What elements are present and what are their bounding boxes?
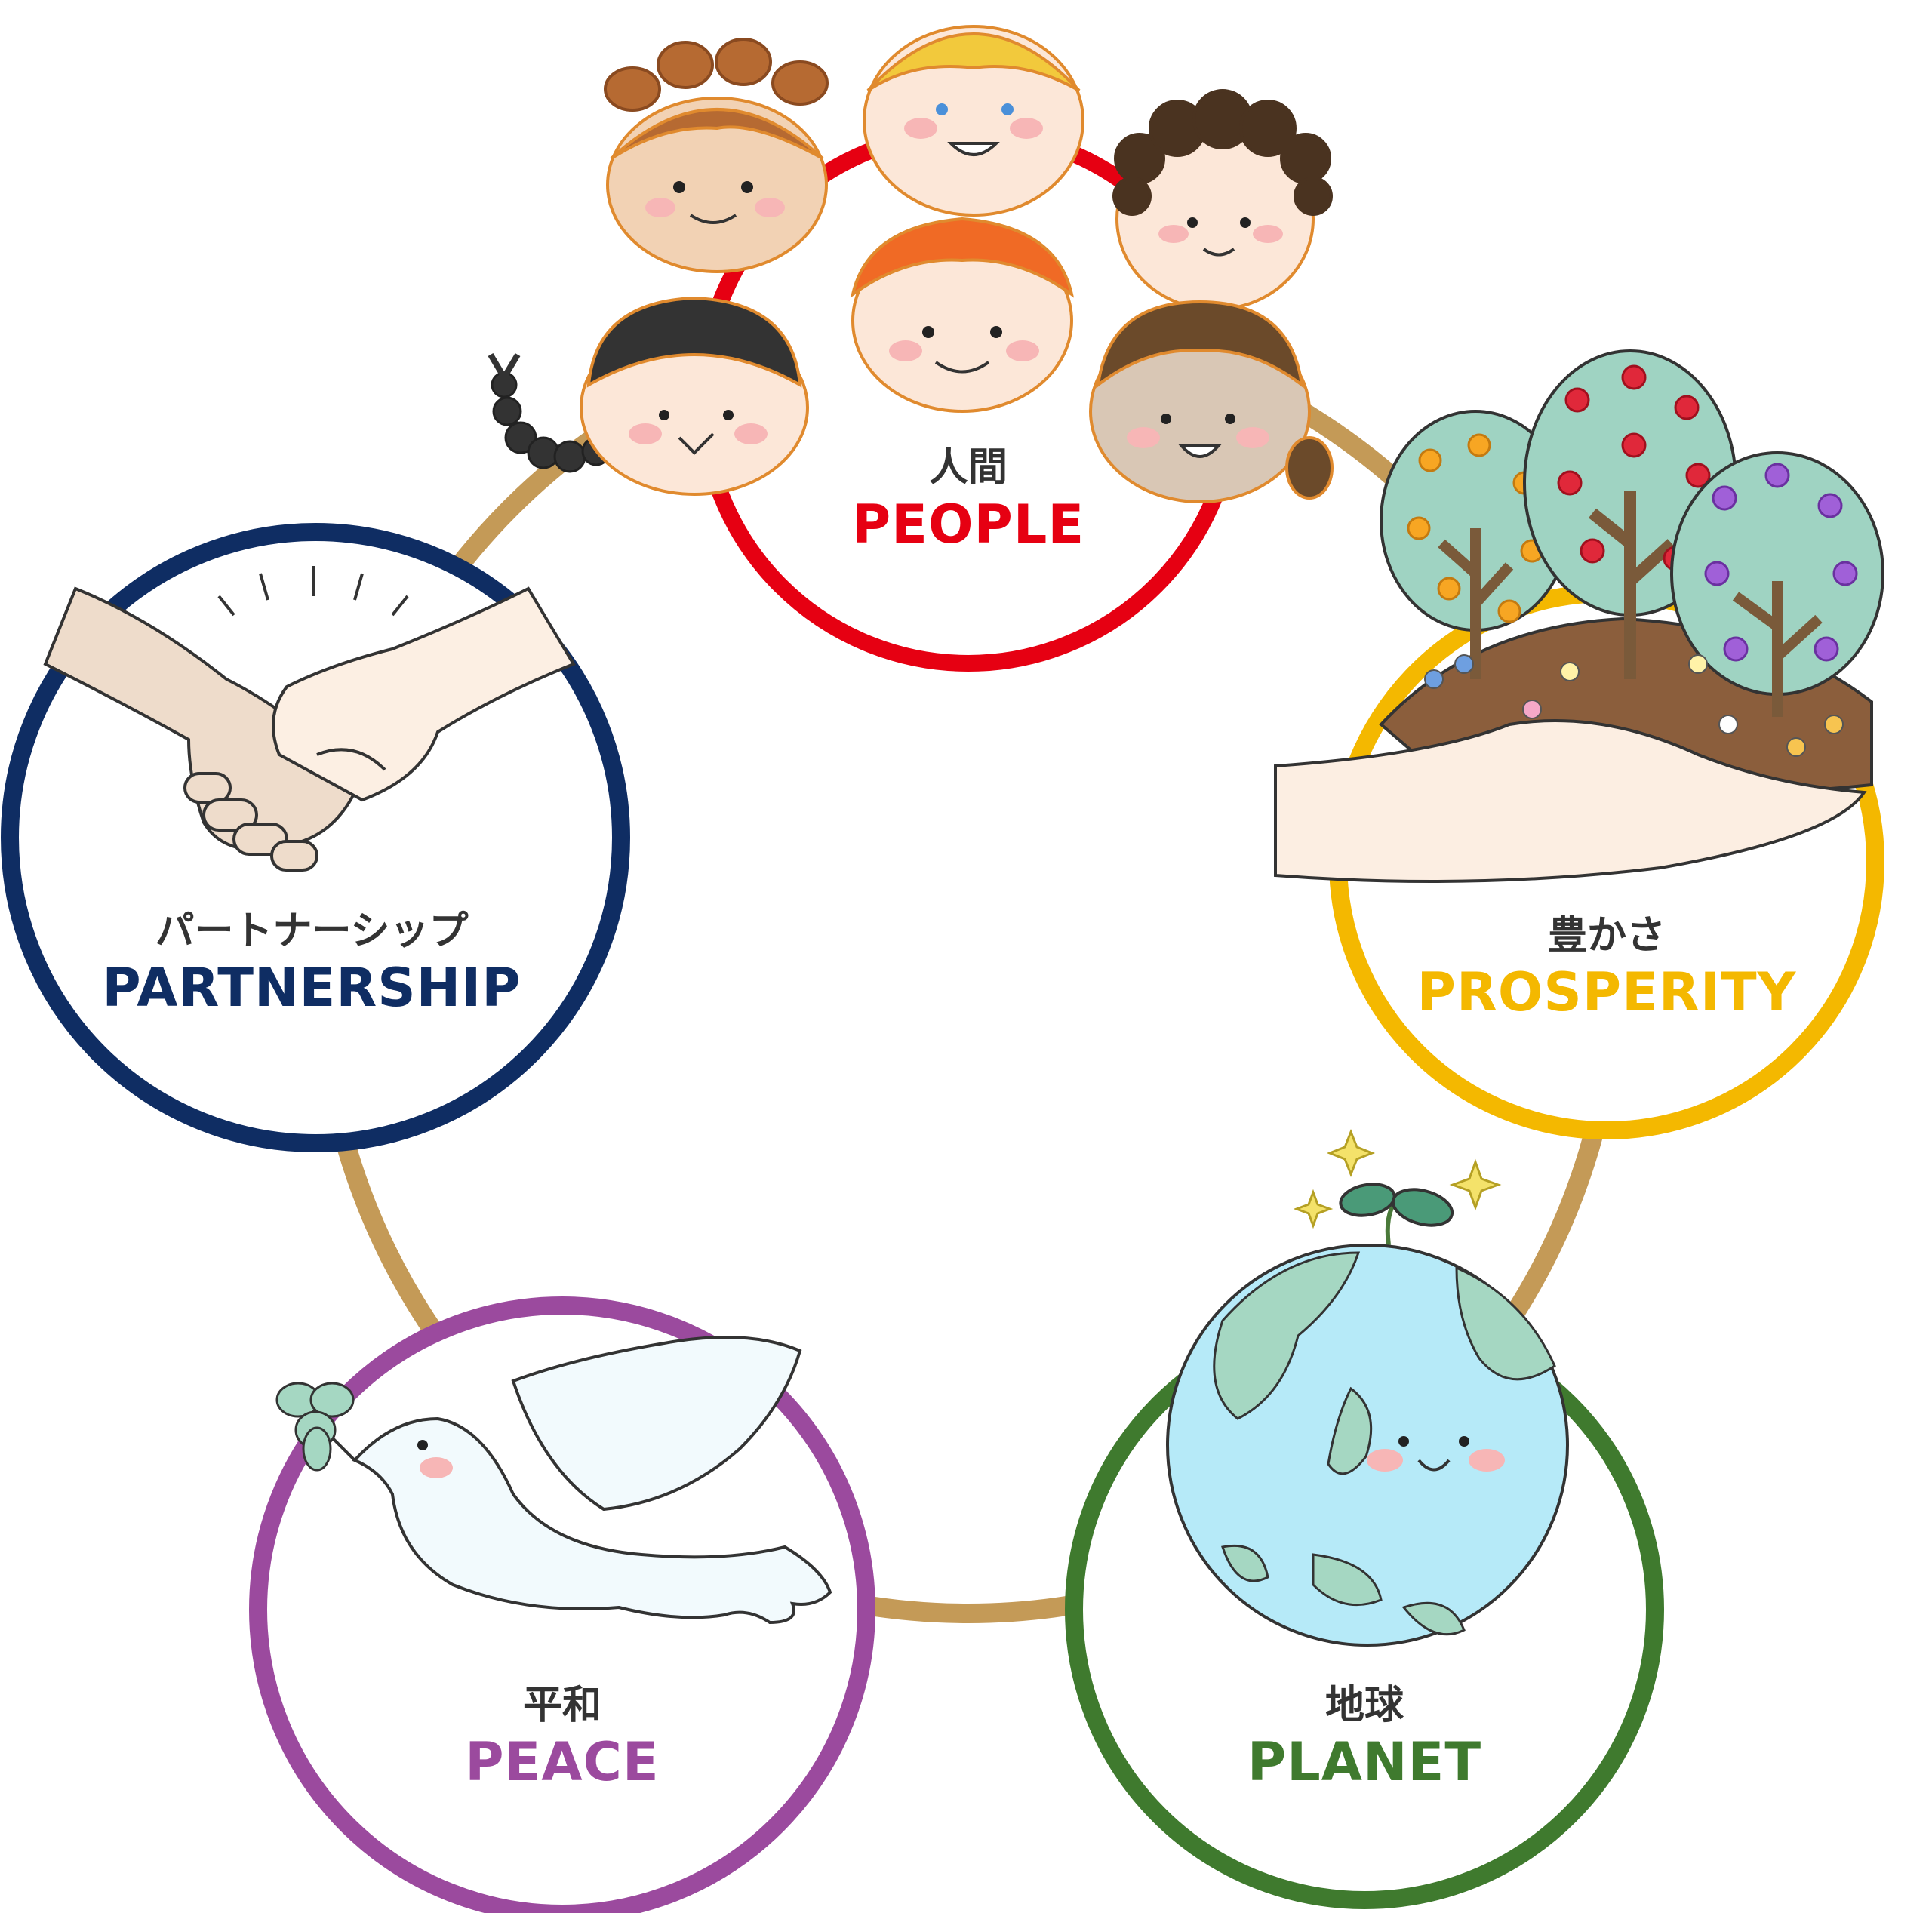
partnership-label: パートナーシップ PARTNERSHIP xyxy=(102,907,521,1020)
planet-jp-label: 地球 xyxy=(1324,1683,1404,1728)
hand-with-trees-icon xyxy=(1274,349,1884,883)
smiling-earth-icon xyxy=(1166,1128,1569,1647)
dove-with-clover-icon xyxy=(275,1336,832,1625)
planet-en-label: PLANET xyxy=(1247,1731,1482,1793)
partnership-en-label: PARTNERSHIP xyxy=(102,957,521,1019)
prosperity-jp-label: 豊かさ xyxy=(1547,913,1666,958)
people-label: 人間 PEOPLE xyxy=(852,444,1084,556)
planet-label: 地球 PLANET xyxy=(1247,1681,1481,1794)
handshake-icon xyxy=(43,566,576,872)
prosperity-label: 豊かさ PROSPERITY xyxy=(1417,912,1797,1024)
peace-label: 平和 PEACE xyxy=(465,1681,660,1794)
prosperity-en-label: PROSPERITY xyxy=(1417,961,1797,1023)
peace-jp-label: 平和 xyxy=(522,1683,601,1728)
children-faces-icon xyxy=(488,25,1334,503)
people-en-label: PEOPLE xyxy=(851,494,1085,555)
peace-en-label: PEACE xyxy=(465,1731,660,1793)
people-jp-label: 人間 xyxy=(928,445,1008,491)
partnership-jp-label: パートナーシップ xyxy=(155,909,469,954)
